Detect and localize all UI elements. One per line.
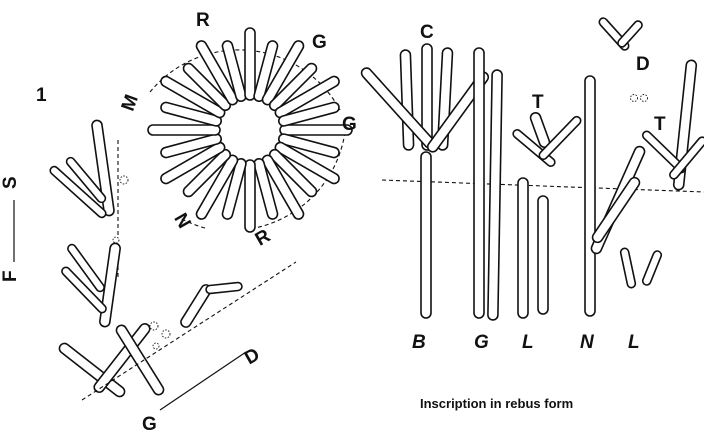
rebus-label-l-2: L	[628, 332, 640, 353]
rebus-caption: Inscription in rebus form	[420, 396, 573, 411]
rebus-label-d: D	[636, 54, 650, 75]
rebus-diagram: C D T T B G L N L Inscription in rebus f…	[359, 16, 704, 411]
circle-label-n: N	[169, 210, 194, 232]
mark-dot	[150, 322, 158, 330]
figure-number: 1	[36, 85, 47, 106]
mark-dot	[162, 330, 170, 338]
rosette-stroke	[245, 160, 255, 232]
rebus-label-g: G	[474, 332, 489, 353]
glyph-l-stroke	[518, 178, 528, 318]
mark-dot	[153, 343, 159, 349]
s-label: S	[0, 176, 21, 189]
glyph-t-left	[512, 111, 583, 167]
mark-dot	[113, 237, 119, 243]
rebus-label-l: L	[522, 332, 534, 353]
glyph-l-small	[642, 250, 663, 286]
mark-dot	[120, 176, 128, 184]
arrow-glyph-lower	[60, 243, 121, 328]
glyph-c	[359, 44, 490, 318]
left-diagram: 1 R G G R N M S F	[0, 10, 357, 433]
rebus-label-t-left: T	[532, 92, 544, 113]
rosette-stroke	[148, 125, 220, 135]
rebus-label-n: N	[580, 332, 595, 353]
circle-label-g-top: G	[312, 32, 327, 53]
rebus-label-b: B	[412, 332, 426, 353]
glyph-l-stroke	[538, 196, 548, 314]
arrow-glyph-upper	[49, 120, 115, 219]
circle-label-r-top: R	[196, 10, 210, 31]
mark-dot	[641, 95, 648, 102]
glyph-d-hook	[598, 16, 644, 51]
rebus-label-t-right: T	[654, 114, 666, 135]
g-d-line	[160, 352, 246, 410]
g-label: G	[142, 414, 157, 433]
glyph-g-stroke	[474, 48, 484, 318]
glyph-n	[585, 76, 646, 316]
rosette-stroke	[245, 28, 255, 100]
rebus-label-c: C	[420, 22, 434, 43]
mark-dot	[631, 95, 638, 102]
circle-label-g-right: G	[342, 114, 357, 135]
glyph-l-small	[620, 248, 636, 289]
d-label: D	[241, 344, 263, 369]
glyph-g-stroke	[488, 70, 502, 320]
circle-label-m: M	[118, 92, 143, 114]
rosette	[148, 28, 352, 232]
chevron-glyph	[179, 282, 242, 329]
glyph-t-right	[641, 60, 704, 190]
f-label: F	[0, 270, 21, 282]
